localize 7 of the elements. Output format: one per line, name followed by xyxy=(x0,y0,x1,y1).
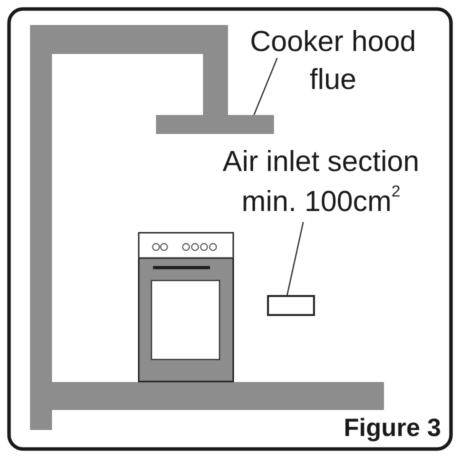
cooker-hood xyxy=(156,115,274,134)
air-inlet-vent xyxy=(267,295,315,316)
figure-caption: Figure 3 xyxy=(344,416,441,441)
callout-text: Air inlet section min. 100cm$^{2}$ xyxy=(210,142,432,222)
callout-text: Cooker hood flue xyxy=(243,23,423,99)
leader-line xyxy=(286,222,304,296)
leader-line xyxy=(253,58,278,116)
